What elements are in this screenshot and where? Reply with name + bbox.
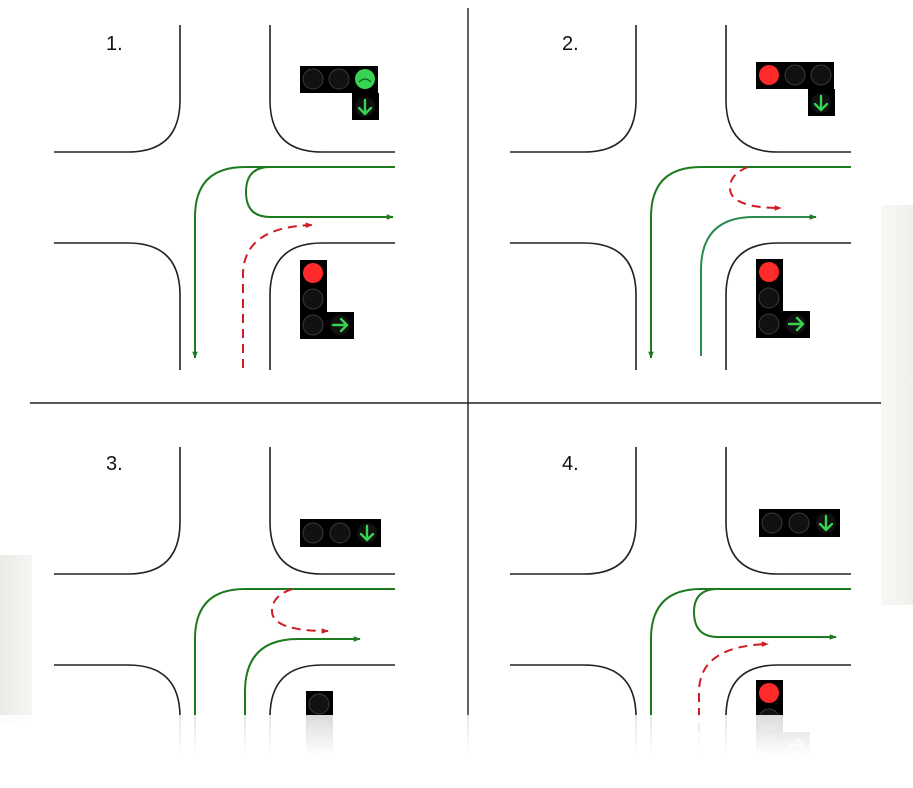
road-edge-bottom-left bbox=[54, 664, 181, 788]
signal-lamp-off bbox=[302, 314, 324, 336]
allowed-left-turn-path bbox=[648, 166, 851, 359]
panel-number: 3. bbox=[106, 453, 123, 475]
panel-3: 3. bbox=[54, 447, 395, 788]
signal-lamp-off bbox=[758, 708, 780, 730]
green-right-arrow-icon bbox=[787, 316, 805, 332]
road-edge-top-right bbox=[269, 25, 395, 153]
signal-lamp-off bbox=[810, 64, 832, 86]
green-down-arrow-icon bbox=[813, 94, 829, 112]
traffic-signal-top bbox=[759, 509, 840, 537]
road-edge-top-left bbox=[510, 447, 637, 575]
signal-lamp-off bbox=[758, 313, 780, 335]
conflict-right-turn-path bbox=[242, 222, 313, 368]
conflict-right-turn-path bbox=[698, 641, 769, 777]
road-edge-top-left bbox=[54, 447, 181, 575]
signal-lamp-red bbox=[759, 262, 779, 282]
conflict-u-turn-path bbox=[270, 588, 329, 634]
signal-lamp-off bbox=[784, 64, 806, 86]
panel-2: 2. bbox=[510, 25, 851, 370]
green-right-arrow-icon bbox=[331, 317, 349, 333]
panel-number: 4. bbox=[562, 453, 579, 475]
allowed-u-turn-path bbox=[244, 166, 395, 220]
signal-lamp-off bbox=[329, 522, 351, 544]
traffic-signal-bottom bbox=[306, 691, 333, 770]
conflict-u-turn-path bbox=[728, 166, 782, 211]
allowed-left-turn-path bbox=[192, 588, 395, 778]
panel-number: 1. bbox=[106, 33, 123, 55]
allowed-right-turn-path bbox=[244, 636, 361, 777]
signal-lamp-red bbox=[303, 263, 323, 283]
traffic-signal-bottom bbox=[756, 680, 810, 759]
signal-lamp-off bbox=[302, 68, 324, 90]
allowed-left-turn-path bbox=[192, 166, 395, 359]
signal-lamp-off bbox=[758, 734, 780, 756]
background-edge-right bbox=[881, 205, 913, 605]
road-edge-bottom-right bbox=[269, 664, 395, 788]
road-edge-bottom-right bbox=[725, 664, 851, 788]
signal-lamp-red bbox=[759, 683, 779, 703]
road-edge-bottom-right bbox=[725, 242, 851, 370]
panel-1: 1. bbox=[54, 25, 395, 370]
traffic-signal-top bbox=[300, 66, 379, 120]
road-edge-top-right bbox=[725, 25, 851, 153]
road-edge-top-right bbox=[269, 447, 395, 575]
signal-lamp-off bbox=[788, 512, 810, 534]
road-edge-bottom-left bbox=[54, 242, 181, 370]
traffic-signal-top bbox=[300, 519, 381, 547]
traffic-signal-top bbox=[756, 62, 835, 116]
traffic-signal-bottom bbox=[300, 260, 354, 339]
allowed-right-turn-path bbox=[700, 214, 817, 356]
signal-lamp-off bbox=[758, 287, 780, 309]
allowed-u-turn-path bbox=[692, 588, 851, 640]
signal-lamp-off bbox=[308, 693, 330, 715]
road-edge-top-left bbox=[510, 25, 637, 153]
signal-lamp-off bbox=[761, 512, 783, 534]
green-down-arrow-icon bbox=[357, 98, 373, 116]
road-edge-bottom-left bbox=[510, 242, 637, 370]
background-edge-left bbox=[0, 555, 32, 725]
road-edge-bottom-right bbox=[269, 242, 395, 370]
panel-number: 2. bbox=[562, 33, 579, 55]
road-edge-bottom-left bbox=[510, 664, 637, 788]
signal-lamp-off bbox=[302, 288, 324, 310]
signal-lamp-off bbox=[328, 68, 350, 90]
road-edge-top-left bbox=[54, 25, 181, 153]
panel-4: 4. bbox=[510, 447, 851, 788]
allowed-left-turn-path bbox=[648, 588, 851, 778]
signal-lamp-red bbox=[759, 65, 779, 85]
green-down-arrow-icon bbox=[818, 514, 834, 532]
signal-lamp-off bbox=[302, 522, 324, 544]
signal-lamp-off bbox=[308, 719, 330, 741]
green-down-arrow-icon bbox=[359, 524, 375, 542]
traffic-signal-bottom bbox=[756, 259, 810, 338]
road-edge-top-right bbox=[725, 447, 851, 575]
